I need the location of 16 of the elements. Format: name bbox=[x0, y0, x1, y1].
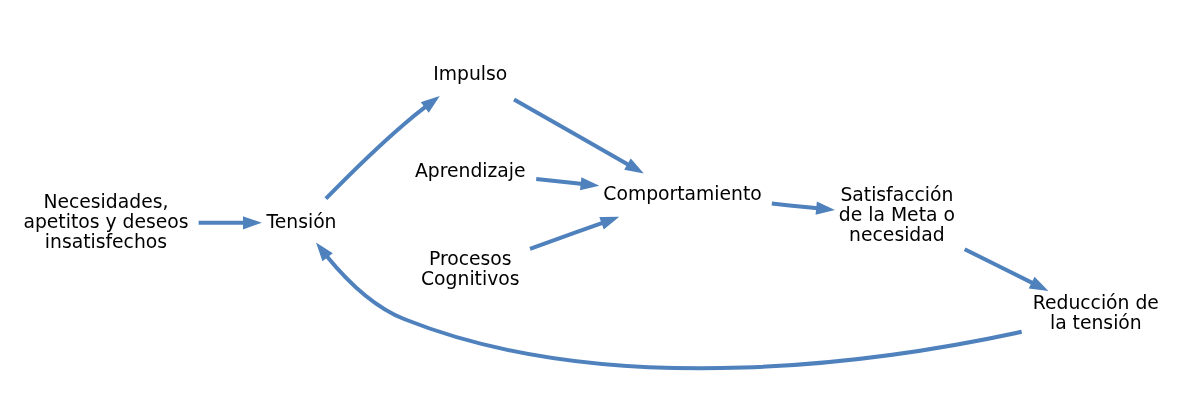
arrow bbox=[529, 216, 620, 251]
node-text: Aprendizaje bbox=[414, 159, 526, 181]
node-text: Impulso bbox=[433, 63, 508, 85]
node-text: Comportamiento bbox=[603, 182, 762, 204]
node-text: Satisfacción de la Meta o necesidad bbox=[838, 183, 955, 246]
arrow bbox=[963, 247, 1049, 291]
arrow bbox=[513, 97, 644, 174]
arrow bbox=[536, 176, 600, 191]
node-text: Reducción de la tensión bbox=[1032, 291, 1159, 333]
arrow bbox=[198, 216, 262, 230]
arrow bbox=[324, 96, 440, 201]
node-text: Procesos Cognitivos bbox=[421, 247, 520, 289]
arrow bbox=[316, 242, 1023, 371]
node-text: Tensión bbox=[266, 210, 337, 232]
arrow bbox=[771, 201, 835, 215]
node-text: Necesidades, apetitos y deseos insatisfechos bbox=[23, 190, 189, 252]
